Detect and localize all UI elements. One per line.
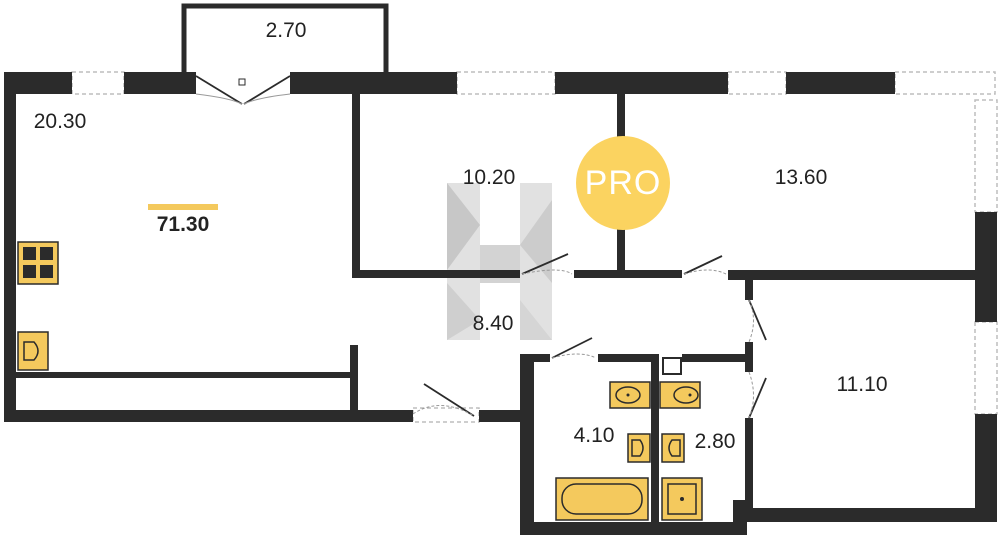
walls	[4, 72, 997, 535]
shower-tray-icon	[661, 477, 703, 521]
pro-badge: PRO	[576, 136, 670, 230]
room-area-bathroom: 4.10	[573, 424, 615, 447]
toilet-icon	[661, 433, 685, 463]
kitchen-sink-icon	[17, 331, 49, 371]
room-area-bedroom-1: 10.20	[462, 166, 516, 189]
total-area-marker	[148, 204, 218, 210]
room-area-hall: 8.40	[472, 312, 514, 335]
ventilation-shaft	[662, 357, 682, 375]
balcony-walls	[181, 3, 389, 72]
washbasin-icon	[627, 433, 651, 463]
room-area-toilet: 2.80	[694, 430, 736, 453]
washbasin-icon	[659, 381, 701, 409]
room-area-living-kitchen: 20.30	[33, 110, 87, 133]
room-area-bedroom-3: 11.10	[836, 373, 888, 396]
washbasin-icon	[609, 381, 651, 409]
pro-badge-label: PRO	[584, 163, 662, 202]
bathtub-icon	[555, 477, 649, 521]
total-area: 71.30	[156, 213, 210, 236]
stove-icon	[17, 241, 59, 285]
doors	[195, 75, 767, 419]
room-area-bedroom-2: 13.60	[774, 166, 828, 189]
room-area-balcony: 2.70	[265, 19, 307, 42]
